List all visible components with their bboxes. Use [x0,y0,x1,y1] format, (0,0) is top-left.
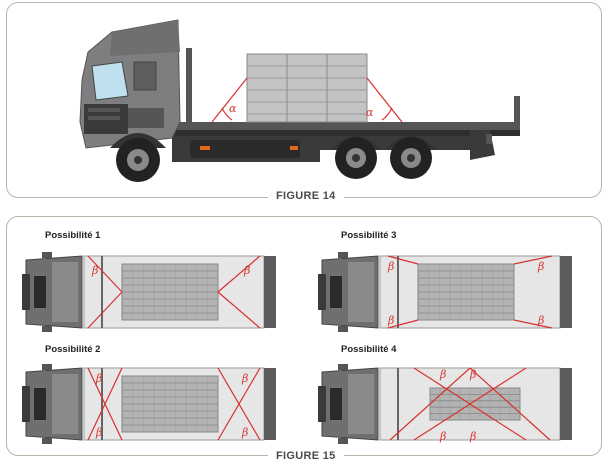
beta-angle: β [241,372,248,385]
alpha-angle-left: α [229,102,237,115]
beta-angle: β [91,264,98,277]
figure-15-caption: FIGURE 15 [268,450,344,462]
cargo-load-top-2 [121,375,219,433]
top-view-truck-3: β β β β [318,252,572,332]
beta-angle: β [243,264,250,277]
beta-angle: β [469,430,476,443]
rear-wheel-1 [335,137,377,179]
cargo-load-side [246,53,368,123]
possibility-2-label: Possibilité 2 [45,344,101,355]
beta-angle: β [387,260,394,273]
beta-angle: β [439,430,446,443]
cargo-load-top-3 [417,263,515,321]
alpha-angle-right: α [366,106,374,119]
beta-angle: β [241,426,248,439]
rear-wheel-2 [390,137,432,179]
beta-angle: β [387,314,394,327]
lashing-straps-top-1 [87,255,261,329]
lashing-straps-top-2 [87,367,261,441]
top-view-truck-4: β β β β [318,364,572,444]
beta-angle: β [469,368,476,381]
front-wheel [116,138,160,182]
beta-angle: β [95,372,102,385]
lashing-straps-top-3 [387,255,553,329]
lashing-straps-top-4 [389,367,551,441]
possibility-3-label: Possibilité 3 [341,230,397,241]
possibility-4-label: Possibilité 4 [341,344,397,355]
beta-angle: β [537,260,544,273]
figure-14-caption: FIGURE 14 [268,190,344,202]
truck-side-view: α α [79,19,520,182]
cargo-load-top-4 [429,387,521,421]
top-view-truck-2: β β β β [22,364,276,444]
beta-angle: β [439,368,446,381]
lashing-straps-side [211,77,403,123]
beta-angle: β [95,426,102,439]
beta-angle: β [537,314,544,327]
cargo-load-top-1 [121,263,219,321]
possibility-1-label: Possibilité 1 [45,230,101,241]
